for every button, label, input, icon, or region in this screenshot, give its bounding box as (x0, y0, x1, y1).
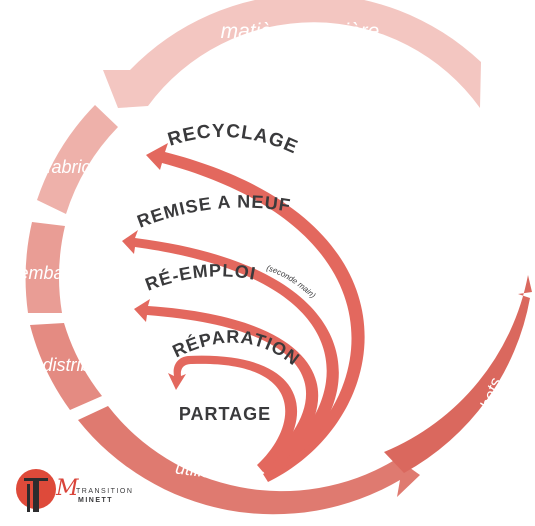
logo-tower-icon (24, 478, 48, 512)
transition-minett-logo: M TRANSITION MINETT (16, 469, 133, 512)
logo-line2: MINETT (78, 497, 113, 504)
segment-manufacturing (37, 105, 118, 214)
stage-distribution: distribution (42, 355, 129, 375)
stage-packaging: emballage (18, 263, 101, 283)
logo-script: M (55, 476, 79, 501)
loop-refurbish-label: REMISE A NEUF (134, 191, 292, 231)
loop-reuse-text: RÉ-EMPLOI (143, 260, 257, 294)
loop-reuse-label: RÉ-EMPLOI (143, 260, 258, 294)
recycling-arrow (146, 143, 365, 482)
loop-refurbish-text: REMISE A NEUF (134, 191, 291, 231)
stage-raw-material: matière première (221, 20, 380, 43)
logo-line1: TRANSITION (76, 488, 133, 495)
segment-raw-material (103, 0, 481, 108)
repair-arrow (168, 355, 298, 472)
segment-utilisation (78, 406, 420, 515)
loop-recycling-label: RECYCLAGE (165, 121, 301, 159)
segment-packaging (25, 222, 65, 313)
loop-sharing-label: PARTAGE (179, 404, 271, 424)
refurbish-arrow (122, 230, 339, 478)
segment-waste (384, 275, 532, 473)
reuse-arrow (134, 299, 319, 475)
stage-manufacturing: fabrication (46, 157, 129, 177)
loop-recycling-text: RECYCLAGE (165, 121, 300, 159)
segment-distribution (30, 323, 102, 410)
